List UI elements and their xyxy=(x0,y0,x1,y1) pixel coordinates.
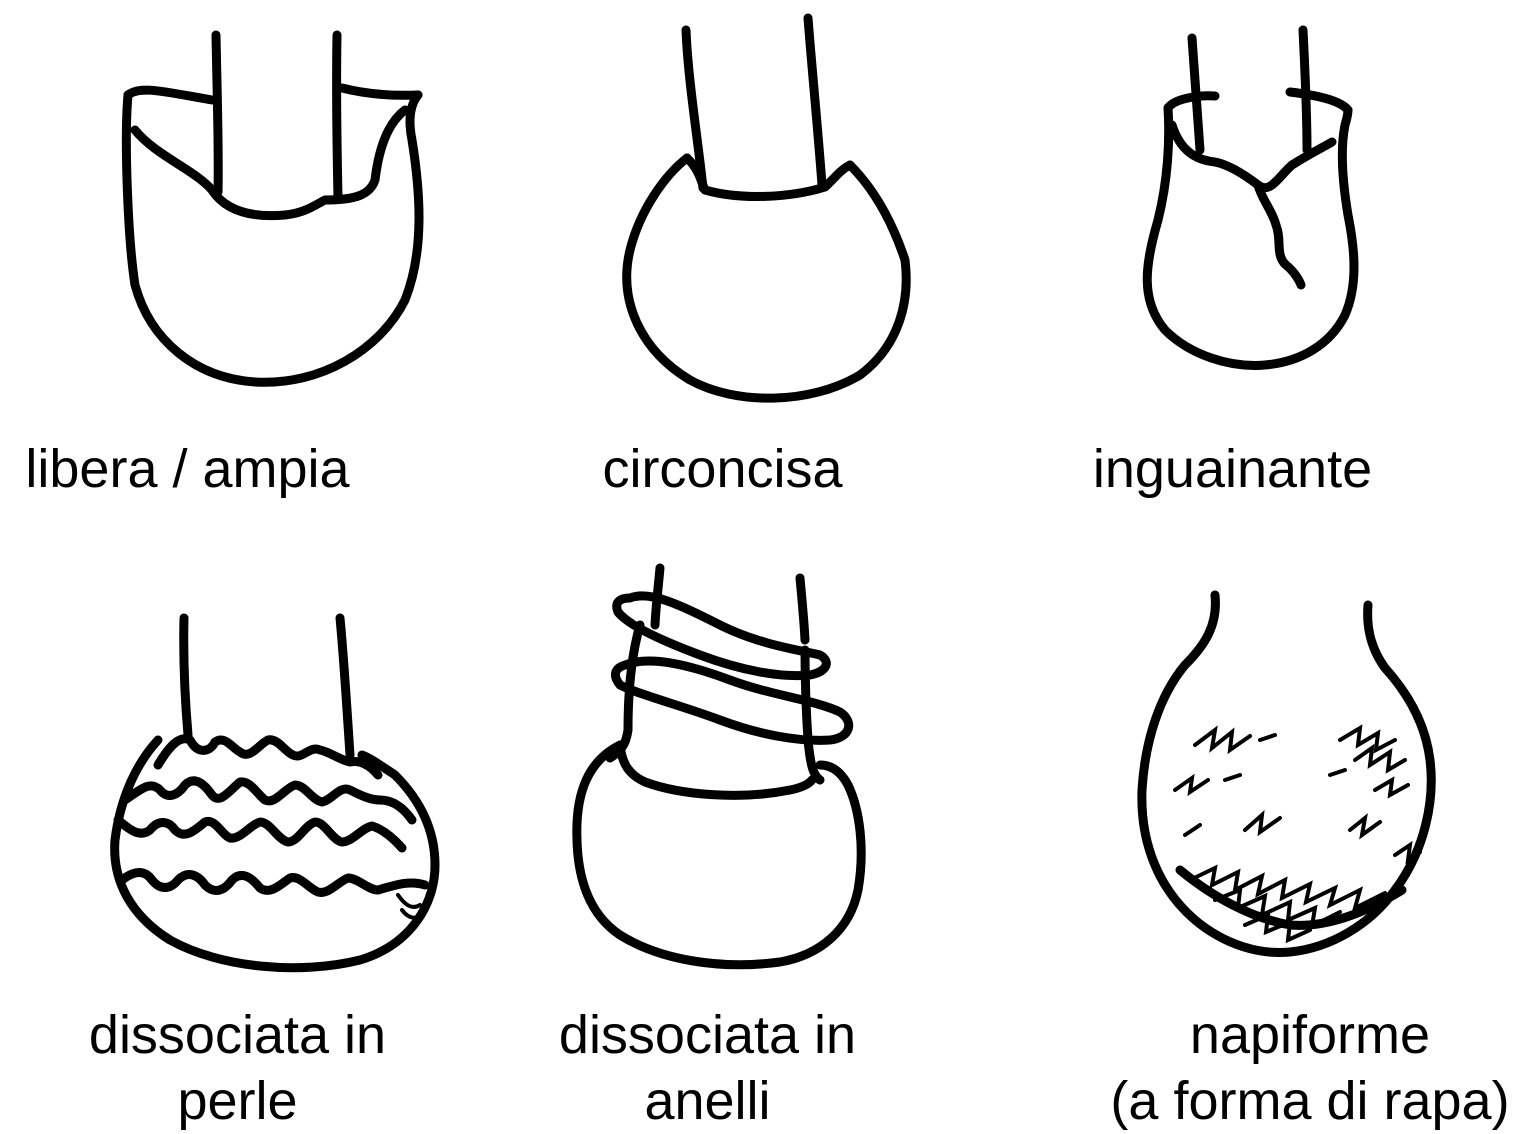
label-circoncisa-line-1: circoncisa xyxy=(560,436,885,502)
volva-inguainante-drawing xyxy=(1147,30,1354,365)
label-inguainante: inguainante xyxy=(1060,436,1405,502)
label-libera: libera / ampia xyxy=(0,436,375,502)
label-napiforme-line-1: napiforme xyxy=(1085,1002,1535,1068)
label-libera-line-1: libera / ampia xyxy=(0,436,375,502)
volva-libera-drawing xyxy=(126,35,419,382)
label-napiforme-line-2: (a forma di rapa) xyxy=(1085,1068,1535,1134)
label-inguainante-line-1: inguainante xyxy=(1060,436,1405,502)
label-anelli-line-1: dissociata in xyxy=(530,1002,885,1068)
label-napiforme: napiforme (a forma di rapa) xyxy=(1085,1002,1535,1134)
label-perle-line-1: dissociata in xyxy=(60,1002,415,1068)
label-perle: dissociata in perle xyxy=(60,1002,415,1134)
volva-circoncisa-drawing xyxy=(627,18,906,398)
label-circoncisa: circoncisa xyxy=(560,436,885,502)
label-anelli: dissociata in anelli xyxy=(530,1002,885,1134)
volva-napiforme-drawing xyxy=(1142,595,1431,953)
volva-anelli-drawing xyxy=(577,568,861,965)
label-anelli-line-2: anelli xyxy=(530,1068,885,1134)
label-perle-line-2: perle xyxy=(60,1068,415,1134)
volva-perle-drawing xyxy=(115,618,435,968)
